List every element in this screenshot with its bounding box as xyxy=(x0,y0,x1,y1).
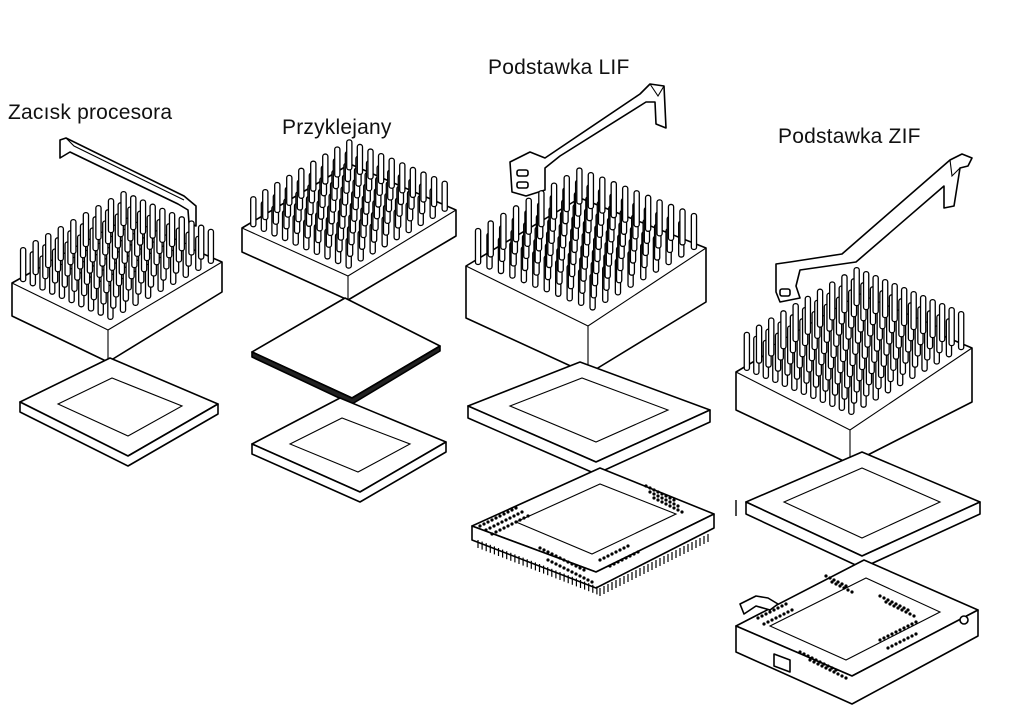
cpu-package-1 xyxy=(19,357,219,467)
label-clip: Zacısk procesora xyxy=(8,101,173,124)
cpu-package-2 xyxy=(251,397,447,503)
heatsink-1 xyxy=(11,190,223,363)
heatsink-2 xyxy=(241,139,457,301)
label-zif: Podstawka ZIF xyxy=(778,125,921,148)
label-glued: Przyklejany xyxy=(282,116,392,139)
zif-socket xyxy=(735,559,979,705)
cpu-package-3 xyxy=(467,361,711,475)
thermal-pad xyxy=(251,297,441,405)
lif-socket xyxy=(471,467,715,596)
label-lif: Podstawka LIF xyxy=(488,56,630,79)
heatsink-3 xyxy=(465,167,707,375)
cpu-clip-zif xyxy=(775,153,973,303)
cpu-package-4 xyxy=(745,451,981,569)
cpu-clip-lif xyxy=(509,83,667,197)
heatsink-4 xyxy=(735,266,973,465)
